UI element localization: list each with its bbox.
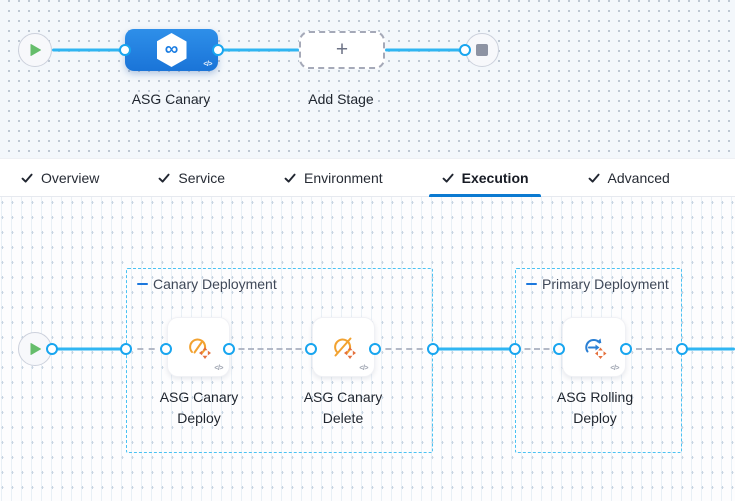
tab-overview[interactable]: Overview [8,159,111,196]
stage-connection-line [218,48,299,52]
tab-service[interactable]: Service [145,159,237,196]
tab-label: Service [178,169,226,186]
asg-rolling-deploy-icon [585,338,607,359]
step-dashed-line [626,348,682,350]
stage-node-asg-canary[interactable]: ∞ </> [125,29,218,71]
scale-cross-icon [343,347,356,359]
code-view-icon: </> [203,61,212,68]
code-view-icon: </> [359,365,368,372]
tab-execution[interactable]: Execution [428,159,541,197]
stage-port-connector[interactable] [212,44,224,56]
check-icon [20,171,34,185]
stage-graph-canvas[interactable]: ∞ </> + ASG Canary Add Stage [0,0,735,158]
step-port-connector[interactable] [620,343,632,355]
tab-label: Environment [304,169,383,186]
step-dashed-line [229,348,311,350]
step-port-connector[interactable] [553,343,565,355]
step-connection-line [682,347,735,351]
stage-connection-line [52,48,126,52]
plus-icon: + [335,38,349,61]
play-icon [30,343,41,355]
collapse-dash-icon[interactable] [526,282,537,286]
step-connection-line [433,347,515,351]
tab-label: Overview [41,169,100,186]
step-port-connector[interactable] [160,343,172,355]
step-port-connector[interactable] [46,343,58,355]
collapse-dash-icon[interactable] [137,282,148,286]
tab-environment[interactable]: Environment [271,159,395,196]
group-label: Canary Deployment [153,276,277,292]
step-port-connector[interactable] [427,343,439,355]
stop-icon [476,44,488,56]
step-port-connector[interactable] [369,343,381,355]
group-primary-deployment: Primary Deployment [515,268,682,453]
code-view-icon: </> [610,365,619,372]
step-port-connector[interactable] [509,343,521,355]
step-asg-rolling-deploy[interactable]: </> [562,317,626,377]
asg-canary-deploy-icon [188,338,211,359]
check-icon [283,171,297,185]
step-dashed-line [515,348,559,350]
asg-canary-delete-icon [333,337,356,359]
check-icon [157,171,171,185]
step-dashed-line [126,348,166,350]
scale-cross-icon [595,347,607,359]
code-view-icon: </> [214,365,223,372]
step-port-connector[interactable] [120,343,132,355]
step-port-connector[interactable] [676,343,688,355]
play-icon [30,44,41,56]
pipeline-start-node [18,33,52,67]
step-label: ASG Canary Deploy [159,389,239,426]
group-header[interactable]: Canary Deployment [137,276,277,292]
check-icon [441,171,455,185]
execution-graph-canvas[interactable]: Canary Deployment Primary Deployment [0,197,735,501]
scale-cross-icon [198,347,211,359]
step-asg-canary-deploy[interactable]: </> [167,317,230,377]
harness-cd-hexagon-icon: ∞ [156,33,187,67]
add-stage-button[interactable]: + [299,31,385,69]
tab-label: Execution [461,169,529,186]
step-port-connector[interactable] [305,343,317,355]
group-canary-deployment: Canary Deployment [126,268,433,453]
stage-port-connector[interactable] [119,44,131,56]
stage-label: ASG Canary [131,91,211,107]
group-header[interactable]: Primary Deployment [526,276,669,292]
stage-config-tabbar: Overview Service Environment Execution A… [0,158,735,197]
step-port-connector[interactable] [223,343,235,355]
step-label: ASG Rolling Deploy [556,389,634,426]
add-stage-label: Add Stage [308,91,374,107]
group-label: Primary Deployment [542,276,669,292]
check-icon [587,171,601,185]
tab-label: Advanced [607,169,670,186]
stage-connection-line [385,48,465,52]
tab-advanced[interactable]: Advanced [575,159,682,196]
step-dashed-line [375,348,433,350]
step-label: ASG Canary Delete [303,389,383,426]
step-asg-canary-delete[interactable]: </> [312,317,375,377]
stage-port-connector[interactable] [459,44,471,56]
step-connection-line [52,347,126,351]
infinity-icon: ∞ [164,38,179,60]
